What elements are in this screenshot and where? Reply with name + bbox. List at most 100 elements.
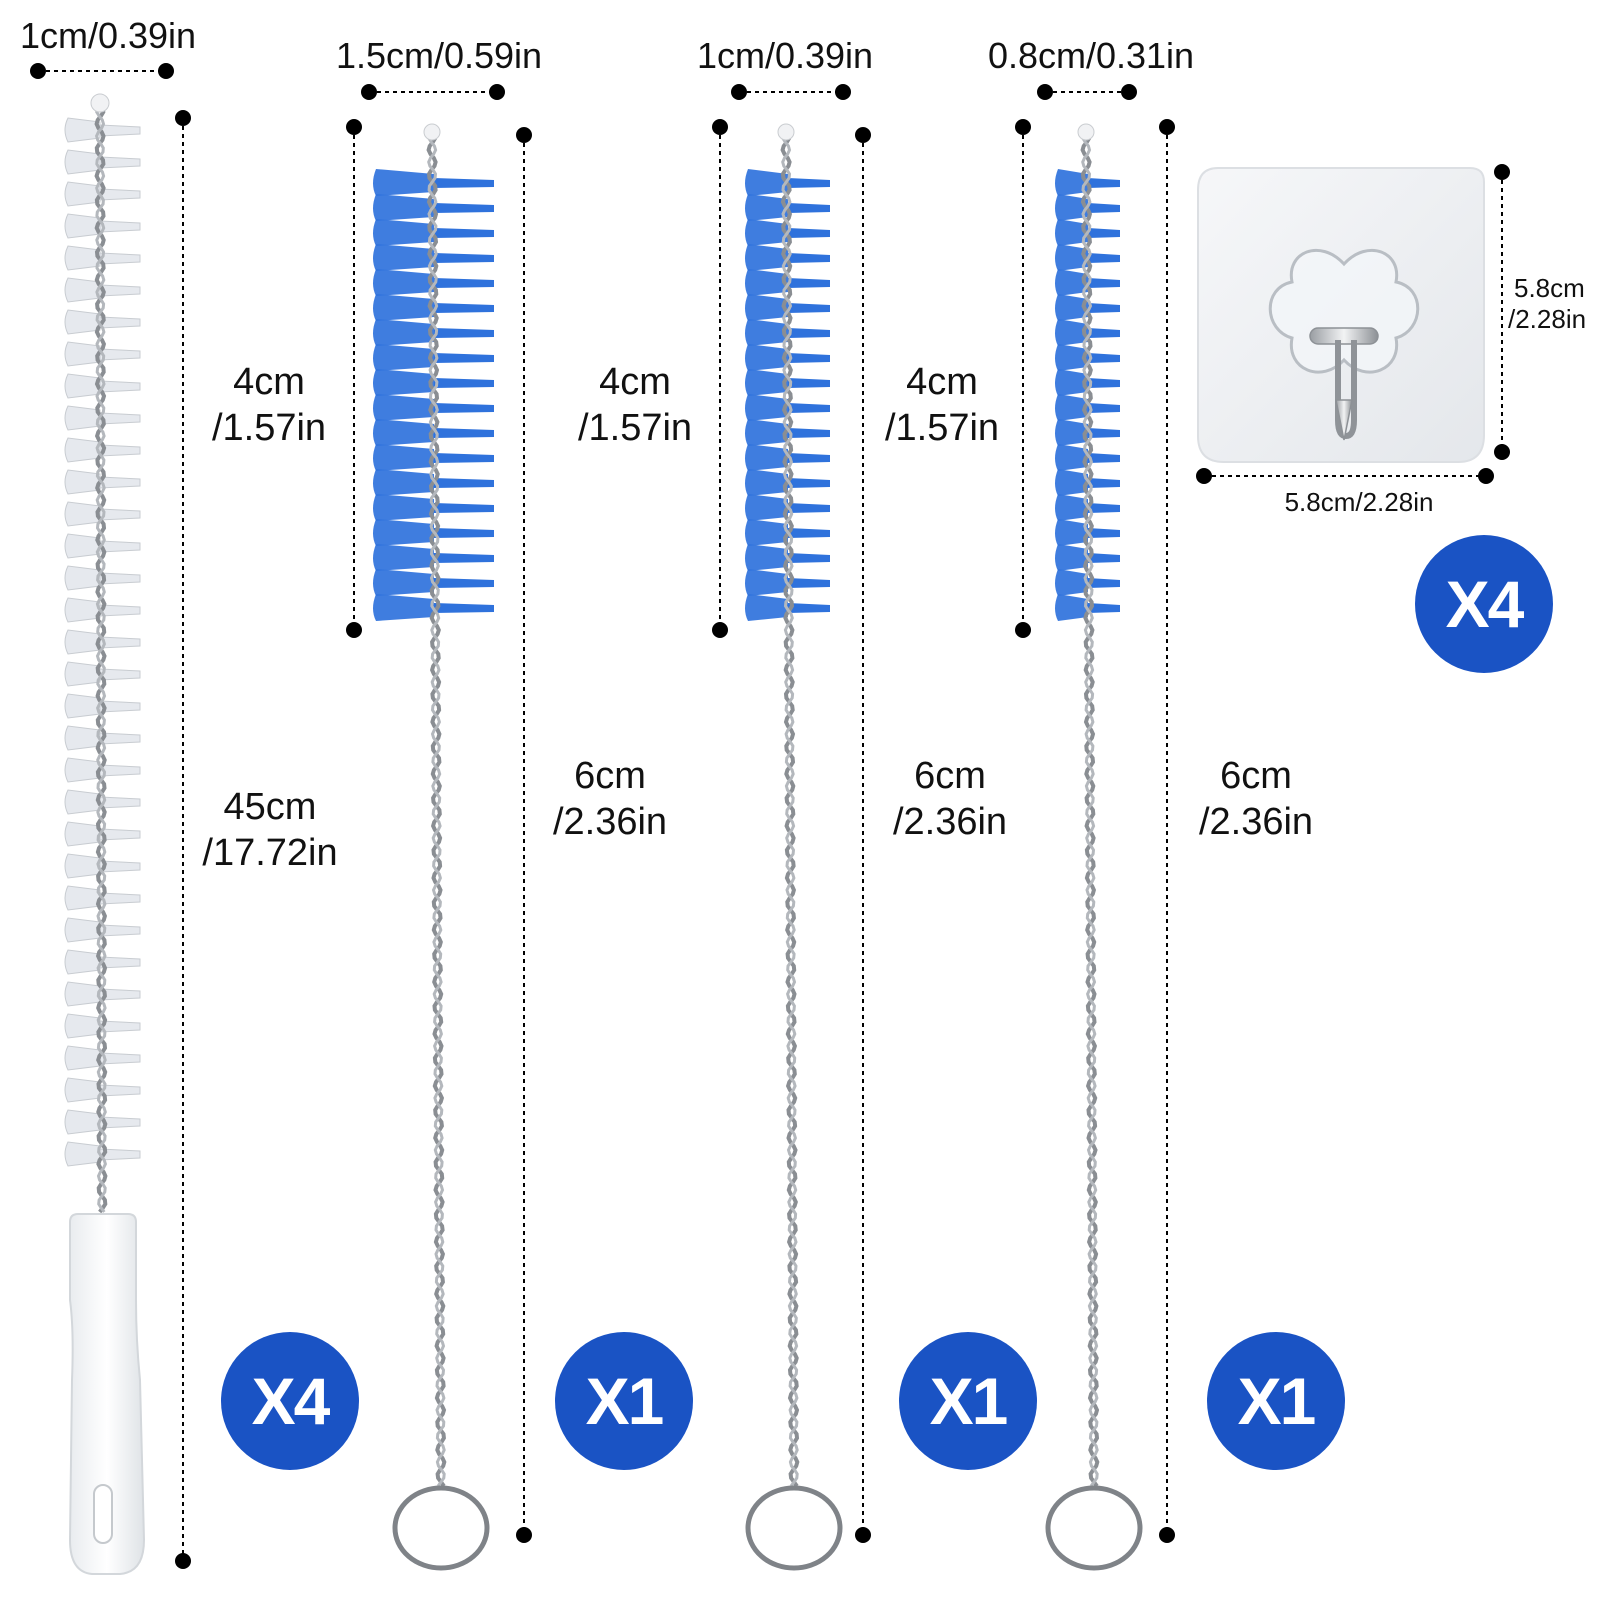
white-bristle-left bbox=[64, 309, 101, 335]
white-bristle-right bbox=[99, 316, 141, 329]
quantity-badge-large-brush: X1 bbox=[555, 1332, 693, 1470]
bristle-tuft-left bbox=[373, 569, 434, 596]
bristle-tuft-right bbox=[434, 353, 494, 363]
blue-brush-medium bbox=[745, 123, 843, 1571]
white-bristle-right bbox=[99, 284, 141, 297]
bristle-tuft-right bbox=[1088, 503, 1120, 513]
bristle-tuft-right bbox=[434, 503, 494, 513]
white-bristle-right bbox=[99, 668, 141, 681]
white-bristle-right bbox=[99, 188, 141, 201]
bristle-tuft-right bbox=[434, 203, 494, 213]
bristle-tuft-left bbox=[373, 469, 434, 496]
bristle-tuft-right bbox=[788, 353, 830, 363]
large-brush-bristle-label: 4cm/1.57in bbox=[211, 361, 327, 449]
white-bristle-left bbox=[64, 949, 101, 975]
bristle-tuft-right bbox=[1088, 328, 1120, 338]
bristle-tuft-right bbox=[434, 553, 494, 563]
bristle-tuft-right bbox=[788, 178, 830, 188]
white-bristle-left bbox=[64, 725, 101, 751]
quantity-badge-medium-brush: X1 bbox=[899, 1332, 1037, 1470]
bristle-tuft-right bbox=[1088, 353, 1120, 363]
bristle-tuft-right bbox=[434, 378, 494, 388]
white-bristle-right bbox=[99, 764, 141, 777]
bristle-tuft-left bbox=[1055, 244, 1088, 271]
bristle-tuft-left bbox=[1055, 319, 1088, 346]
blue-bristles bbox=[745, 169, 830, 621]
small-brush-length-label: 6cm/2.36in bbox=[1198, 755, 1314, 843]
brush-wire-strand bbox=[781, 137, 799, 1487]
dimension-endpoints bbox=[30, 63, 1510, 1569]
white-bristle-right bbox=[99, 252, 141, 265]
bristle-tuft-right bbox=[788, 478, 830, 488]
white-bristle-right bbox=[99, 476, 141, 489]
bristle-tuft-right bbox=[1088, 553, 1120, 563]
bristle-tuft-left bbox=[1055, 394, 1088, 421]
white-bristle-left bbox=[64, 693, 101, 719]
white-brush-width-label: 1cm/0.39in bbox=[19, 15, 197, 56]
brush-wire-strand bbox=[95, 107, 108, 1213]
bristle-tuft-left bbox=[373, 194, 434, 221]
white-bristle-left bbox=[64, 1141, 101, 1167]
blue-bristles bbox=[373, 169, 494, 621]
white-bristle-left bbox=[64, 533, 101, 559]
bristle-tuft-left bbox=[373, 344, 434, 371]
white-bristle-left bbox=[64, 1077, 101, 1103]
bristle-tuft-right bbox=[434, 303, 494, 313]
bristle-tuft-left bbox=[1055, 519, 1088, 546]
bristle-tuft-right bbox=[434, 403, 494, 413]
bristle-tuft-right bbox=[1088, 378, 1120, 388]
bristle-tuft-right bbox=[434, 603, 494, 613]
white-bristle-left bbox=[64, 1045, 101, 1071]
bristle-tuft-right bbox=[788, 453, 830, 463]
bristle-tuft-left bbox=[745, 244, 788, 271]
bristle-tuft-right bbox=[788, 278, 830, 288]
white-bristle-right bbox=[99, 604, 141, 617]
bristle-tuft-left bbox=[745, 419, 788, 446]
bristle-tuft-left bbox=[1055, 269, 1088, 296]
bristle-tuft-left bbox=[745, 469, 788, 496]
white-bristle-left bbox=[64, 917, 101, 943]
bristle-tuft-left bbox=[1055, 569, 1088, 596]
bristle-tuft-left bbox=[745, 394, 788, 421]
bristle-tuft-left bbox=[373, 544, 434, 571]
small-brush-bristle-label: 4cm/1.57in bbox=[884, 361, 1000, 449]
white-brush-handle bbox=[68, 1213, 146, 1575]
hook-width-label: 5.8cm/2.28in bbox=[1284, 487, 1434, 517]
bristle-tuft-left bbox=[1055, 494, 1088, 521]
bristle-tuft-left bbox=[1055, 419, 1088, 446]
bristle-tuft-left bbox=[745, 494, 788, 521]
white-bristle-left bbox=[64, 853, 101, 879]
bristle-tuft-left bbox=[373, 594, 434, 621]
bristle-tuft-right bbox=[434, 253, 494, 263]
blue-brush-loop bbox=[392, 1485, 490, 1571]
bristle-tuft-right bbox=[788, 578, 830, 588]
bristle-tuft-left bbox=[373, 269, 434, 296]
bristle-tuft-right bbox=[434, 453, 494, 463]
white-bristle-left bbox=[64, 117, 101, 143]
bristle-tuft-right bbox=[1088, 428, 1120, 438]
hook-arm bbox=[1335, 340, 1357, 440]
bristle-tuft-right bbox=[434, 578, 494, 588]
bristle-tuft-left bbox=[745, 269, 788, 296]
bristle-tuft-left bbox=[373, 519, 434, 546]
white-bristle-right bbox=[99, 412, 141, 425]
white-bristle-right bbox=[99, 124, 141, 137]
blue-brush-loop bbox=[1045, 1485, 1143, 1571]
bristle-tuft-right bbox=[434, 528, 494, 538]
white-bristle-right bbox=[99, 444, 141, 457]
white-bristle-left bbox=[64, 757, 101, 783]
white-bristle-left bbox=[64, 789, 101, 815]
white-bristle-left bbox=[64, 277, 101, 303]
bristle-tuft-left bbox=[1055, 219, 1088, 246]
white-bristle-left bbox=[64, 373, 101, 399]
blue-brush-tip bbox=[1077, 123, 1095, 141]
bristle-tuft-left bbox=[373, 244, 434, 271]
white-bristle-right bbox=[99, 796, 141, 809]
bristle-tuft-right bbox=[1088, 453, 1120, 463]
white-bristle-left bbox=[64, 885, 101, 911]
bristle-tuft-right bbox=[788, 253, 830, 263]
bristle-tuft-left bbox=[745, 219, 788, 246]
bristle-tuft-left bbox=[745, 569, 788, 596]
bristle-tuft-left bbox=[1055, 344, 1088, 371]
